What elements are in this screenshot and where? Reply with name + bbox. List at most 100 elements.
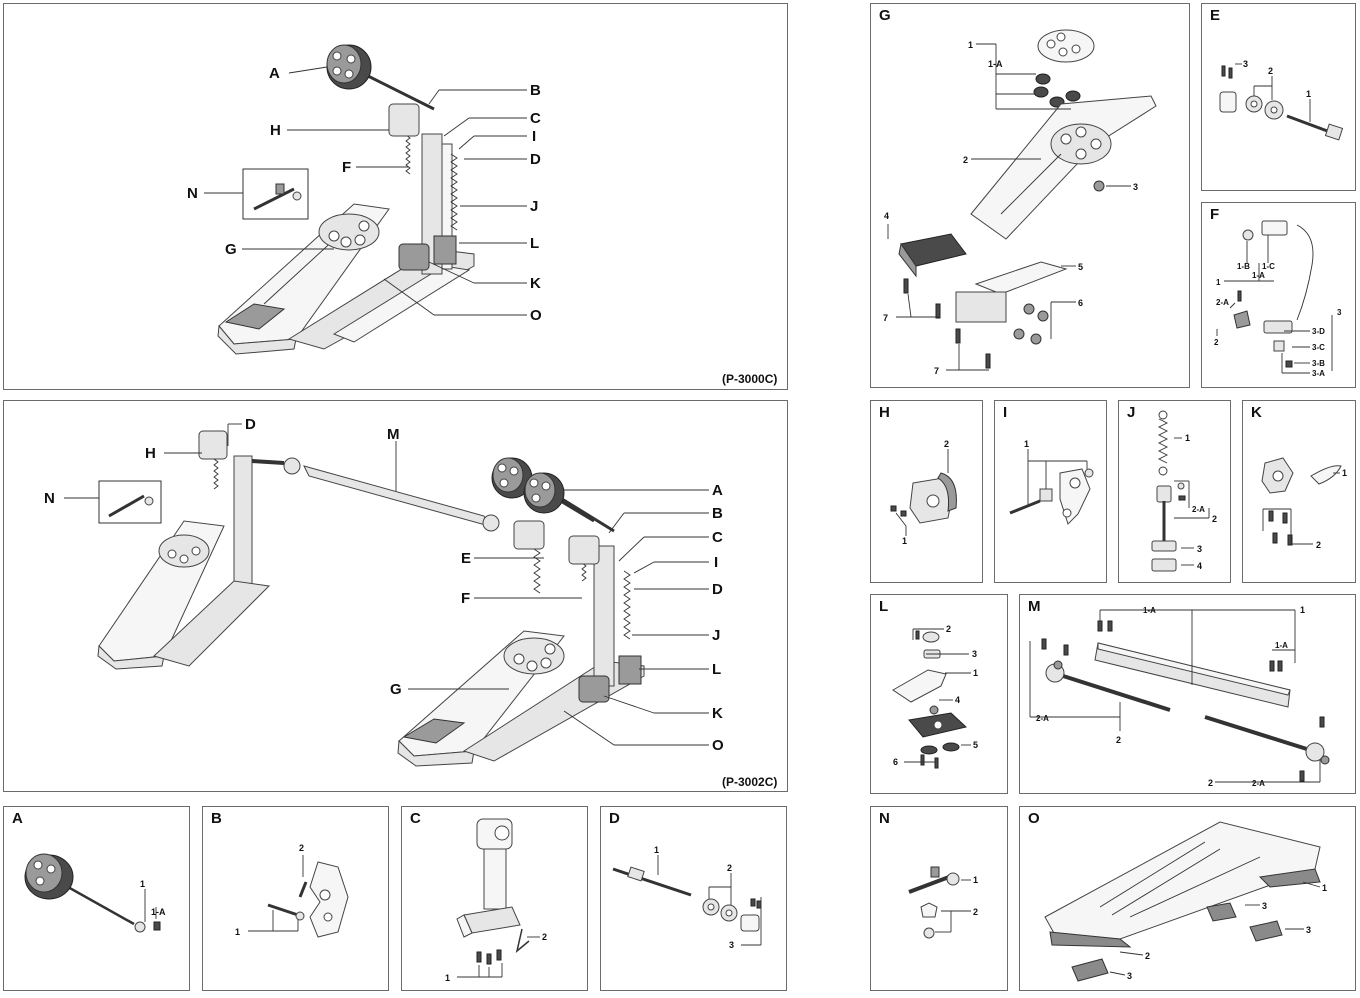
label-g: G [225, 241, 237, 258]
panel-n: N 1 2 [870, 806, 1008, 991]
label-a: A [712, 482, 723, 499]
callout-1: 1 [1300, 605, 1305, 615]
callout-3: 3 [1337, 308, 1342, 317]
double-pedal-panel: D M H N A B E C I F D J G L K O (P-3002C… [3, 400, 788, 792]
single-pedal-diagram: A B H C I F D N J G L K O [187, 44, 542, 355]
callout-2-a-bottom: 2-A [1252, 779, 1265, 788]
label-b: B [530, 82, 541, 99]
label-h: H [270, 122, 281, 139]
label-f: F [461, 590, 470, 607]
callout-3-d: 3-D [1312, 327, 1325, 336]
callout-2-a-left: 2-A [1036, 714, 1049, 723]
label-l: L [530, 235, 539, 252]
callout-1-a: 1-A [988, 59, 1003, 69]
label-d: D [530, 151, 541, 168]
label-n: N [44, 490, 55, 507]
panel-title: I [1003, 404, 1008, 421]
heel-plate [224, 303, 286, 330]
axle [1286, 114, 1331, 134]
panel-m: M 1-A 1 1-A 2-A 2 2 2-A [1019, 594, 1356, 794]
panel-c: C 1 2 [401, 806, 588, 991]
panel-title: M [1028, 598, 1041, 615]
panel-title: D [609, 810, 620, 827]
panel-l-diagram: 2 3 1 4 5 6 [892, 624, 978, 769]
spring-hook [1156, 485, 1172, 503]
label-b: B [712, 505, 723, 522]
callout-7a: 7 [883, 313, 888, 323]
rubber-pad-3 [1071, 958, 1109, 982]
panel-e-diagram: 3 2 1 [1219, 59, 1344, 141]
panel-f-diagram: 1-B 1-C 1-A 1 2-A 2 3 3-D 3-C 3-B 3-A [1214, 220, 1342, 378]
callout-1-a: 1-A [1252, 271, 1265, 280]
panel-j: J 1 2-A 2 3 4 [1118, 400, 1231, 583]
callout-3: 3 [1133, 182, 1138, 192]
panel-o: O 1 3 3 2 3 [1019, 806, 1356, 991]
callout-6: 6 [1078, 298, 1083, 308]
callout-2: 2 [1316, 540, 1321, 550]
callout-3-b: 3-B [1312, 359, 1325, 368]
callout-2: 2 [1214, 338, 1219, 347]
callout-3: 3 [1243, 59, 1248, 69]
panel-j-diagram: 1 2-A 2 3 4 [1151, 410, 1217, 572]
stopper-plate [309, 861, 349, 938]
callout-2: 2 [944, 439, 949, 449]
label-d: D [712, 581, 723, 598]
callout-1-c: 1-C [1262, 262, 1275, 271]
panel-b: B 2 1 [202, 806, 389, 991]
callout-3: 3 [972, 649, 977, 659]
callout-1-b: 1-B [1237, 262, 1250, 271]
hinge-block [955, 291, 1007, 323]
callout-1: 1 [235, 927, 240, 937]
panel-title: J [1127, 404, 1136, 421]
callout-3-c: 3-C [1312, 343, 1325, 352]
panel-n-diagram: 1 2 [908, 866, 978, 939]
label-g: G [390, 681, 402, 698]
beater-rod [58, 880, 135, 926]
panel-a: A 1 1-A [3, 806, 190, 991]
panel-h: H 2 1 [870, 400, 983, 583]
callout-2: 2 [963, 155, 968, 165]
spring [450, 153, 458, 231]
label-e: E [461, 550, 471, 567]
panel-c-diagram: 1 2 [445, 818, 547, 983]
label-o: O [712, 737, 724, 754]
panel-title: C [410, 810, 421, 827]
callout-1: 1 [445, 973, 450, 983]
callout-1-a-top: 1-A [1143, 606, 1156, 615]
panel-h-diagram: 2 1 [890, 439, 957, 546]
label-k: K [530, 275, 541, 292]
label-n: N [187, 185, 198, 202]
label-a: A [269, 65, 280, 82]
label-c: C [530, 110, 541, 127]
spring-adjuster [433, 235, 457, 265]
label-j: J [712, 627, 720, 644]
panel-i-diagram: 1 [1009, 439, 1094, 525]
callout-3a: 3 [1262, 901, 1267, 911]
callout-1: 1 [1306, 89, 1311, 99]
locknut [1151, 540, 1177, 552]
toe-plate-disc [1037, 29, 1095, 63]
model-number: (P-3000C) [722, 372, 778, 386]
post-base [463, 906, 521, 934]
model-number: (P-3002C) [722, 775, 778, 789]
hoop-clamp [398, 243, 430, 271]
callout-3b: 3 [1306, 925, 1311, 935]
callout-1: 1 [1024, 439, 1029, 449]
spur-rod [908, 875, 950, 894]
callout-5: 5 [973, 740, 978, 750]
main-post [593, 545, 615, 687]
panel-o-diagram: 1 3 3 2 3 [1044, 821, 1327, 982]
rubber-pad-1 [1206, 902, 1237, 922]
connecting-rod-3 [1204, 715, 1311, 752]
callout-2: 2 [1145, 951, 1150, 961]
panel-title: G [879, 7, 891, 24]
callout-4: 4 [884, 211, 889, 221]
beater-shaft [363, 72, 435, 111]
callout-2-left: 2 [1116, 735, 1121, 745]
panel-k-diagram: 1 2 [1261, 457, 1347, 550]
chain [1296, 224, 1314, 321]
footboard-side [217, 324, 297, 355]
panel-i: I 1 [994, 400, 1107, 583]
label-i: I [714, 554, 718, 571]
callout-2-bottom: 2 [1208, 778, 1213, 788]
